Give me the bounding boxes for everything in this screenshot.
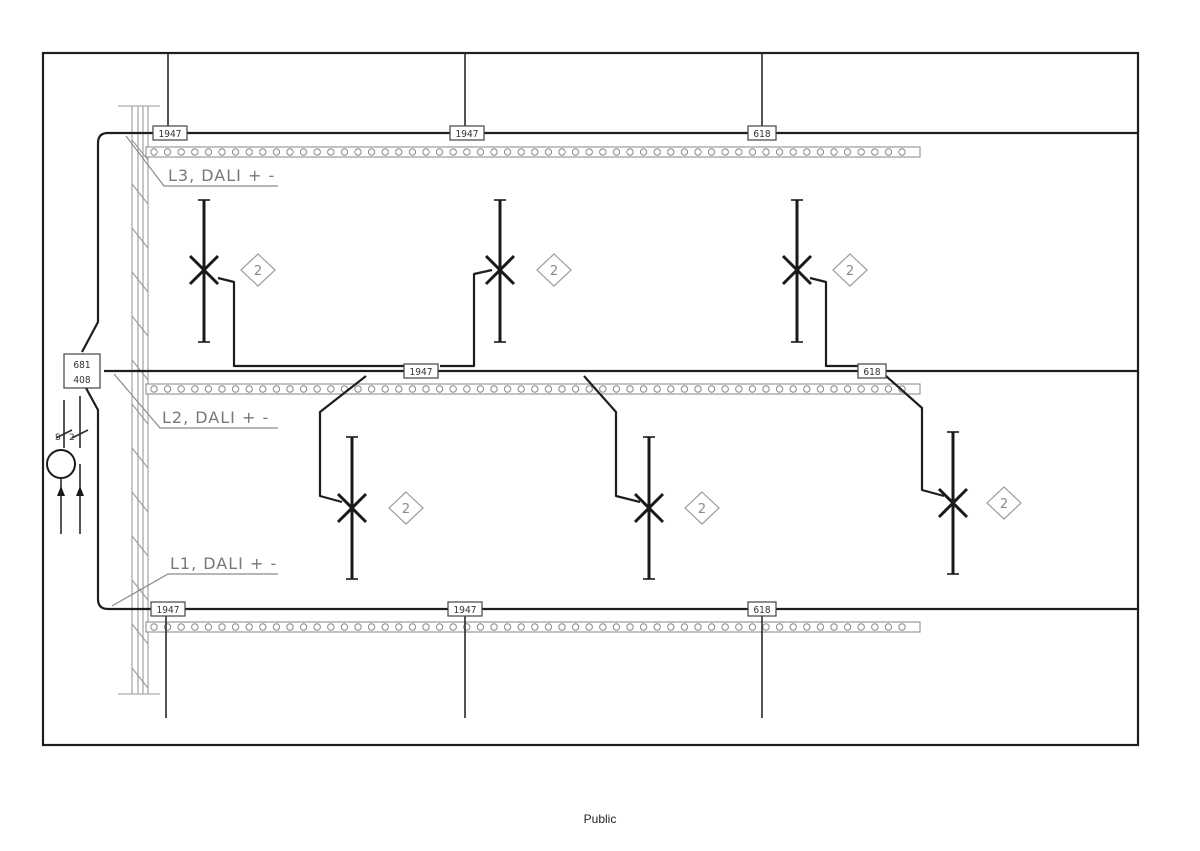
fixture-type-marker-2: 2: [536, 253, 572, 287]
svg-text:2: 2: [69, 433, 75, 443]
svg-text:618: 618: [863, 367, 880, 378]
feed-cable-upper-3: [809, 276, 868, 368]
svg-text:L1, DALI + -: L1, DALI + -: [170, 554, 277, 573]
fixture-type-marker-4: 2: [388, 491, 424, 525]
luminaire-1: [188, 199, 220, 343]
svg-text:2: 2: [698, 502, 706, 517]
light-tray-middle: [145, 383, 921, 395]
cable-tag-top-left: 1947: [152, 125, 188, 141]
svg-text:1947: 1947: [159, 129, 182, 140]
trunk-cable-l3: [81, 131, 1138, 353]
circuit-label-l3: L3, DALI + -: [125, 135, 278, 187]
svg-text:681: 681: [73, 360, 90, 371]
feed-cable-lower-1: [318, 375, 367, 504]
luminaire-3: [781, 199, 813, 343]
svg-text:1947: 1947: [157, 605, 180, 616]
svg-text:L3, DALI + -: L3, DALI + -: [168, 166, 275, 185]
feed-cable-upper-1: [217, 276, 420, 368]
luminaire-fixtures: [188, 199, 969, 580]
cable-tag-bottom-mid: 1947: [447, 601, 483, 617]
fixture-type-marker-6: 2: [986, 486, 1022, 520]
svg-text:2: 2: [402, 502, 410, 517]
luminaire-2: [484, 199, 516, 343]
svg-text:618: 618: [753, 129, 770, 140]
svg-text:2: 2: [846, 264, 854, 279]
fixture-type-marker-5: 2: [684, 491, 720, 525]
circuit-label-l2: L2, DALI + -: [113, 373, 278, 429]
luminaire-5: [633, 436, 665, 580]
feed-cable-lower-3: [885, 375, 945, 498]
fixture-type-marker-3: 2: [832, 253, 868, 287]
fixture-type-marker-1: 2: [240, 253, 276, 287]
light-tray-bottom: [145, 621, 921, 633]
svg-text:2: 2: [550, 264, 558, 279]
svg-text:1947: 1947: [454, 605, 477, 616]
light-tray-top: [145, 146, 921, 158]
cable-tag-top-mid: 1947: [449, 125, 485, 141]
cable-tag-top-right: 618: [747, 125, 777, 141]
svg-text:S: S: [55, 433, 61, 443]
svg-text:L2, DALI + -: L2, DALI + -: [162, 408, 269, 427]
luminaire-6: [937, 431, 969, 575]
drawing-frame: [41, 51, 1140, 747]
svg-text:2: 2: [1000, 497, 1008, 512]
cable-tag-mid-left: 1947: [403, 363, 439, 379]
cable-tag-bottom-left: 1947: [150, 601, 186, 617]
classification-footer: Public: [583, 812, 617, 826]
svg-text:1947: 1947: [456, 129, 479, 140]
luminaire-4: [336, 436, 368, 580]
svg-text:2: 2: [254, 264, 262, 279]
distribution-box: 681 408: [63, 353, 101, 389]
feed-cable-upper-2: [440, 268, 493, 368]
switch-symbol: S 2: [46, 396, 89, 534]
trunk-cable-l1: [85, 387, 1138, 611]
cable-tag-mid-right: 618: [857, 363, 887, 379]
feed-cable-lower-2: [583, 375, 641, 504]
svg-text:408: 408: [73, 375, 90, 386]
svg-text:618: 618: [753, 605, 770, 616]
vertical-cable-ladder: [118, 105, 160, 695]
circuit-label-l1: L1, DALI + -: [111, 554, 278, 607]
svg-text:1947: 1947: [410, 367, 433, 378]
cable-tag-bottom-right: 618: [747, 601, 777, 617]
